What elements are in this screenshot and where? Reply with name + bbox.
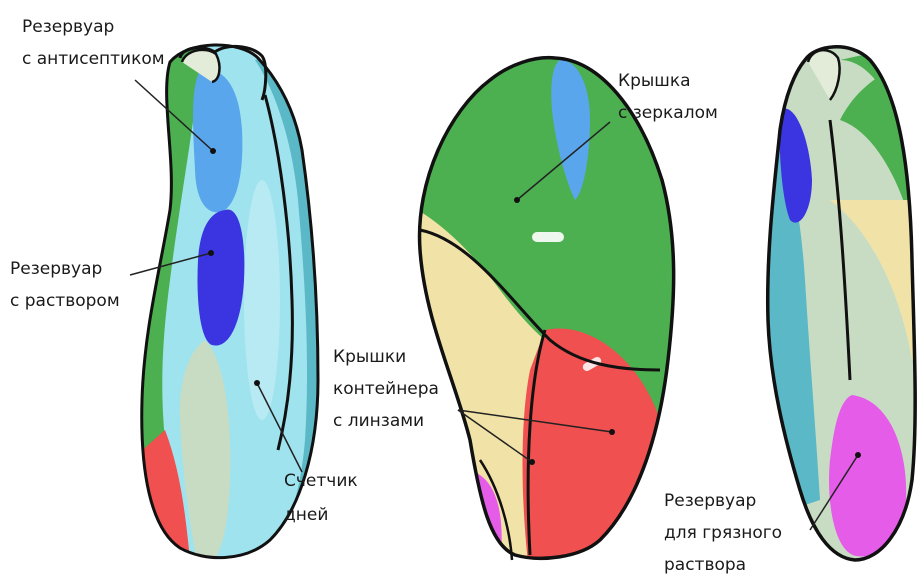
label-lids-line3: с линзами (333, 410, 424, 432)
label-mirror-lid-line1: Крышка (618, 70, 691, 92)
dot-counter (254, 380, 260, 386)
dot-solution (208, 250, 214, 256)
dot-lid-red (609, 429, 615, 435)
label-counter-line2: дней (284, 504, 328, 526)
left-device (120, 30, 340, 578)
label-solution-line1: Резервуар (10, 258, 102, 280)
left-highlight (244, 180, 280, 420)
label-antiseptic-line1: Резервуар (22, 16, 114, 38)
right-device (760, 40, 922, 578)
label-lids-line2: контейнера (333, 378, 439, 400)
dot-antiseptic (210, 148, 216, 154)
label-counter-line1: Счетчик (284, 470, 358, 492)
label-antiseptic-line2: с антисептиком (22, 48, 165, 70)
dot-lid-cream (529, 459, 535, 465)
label-lids-line1: Крышки (333, 346, 406, 368)
label-dirty-line3: раствора (664, 554, 746, 576)
label-dirty-line2: для грязного (664, 522, 782, 544)
middle-glare-1 (532, 232, 564, 242)
label-solution-line2: с раствором (10, 290, 120, 312)
dot-mirror-lid (514, 197, 520, 203)
label-dirty-line1: Резервуар (664, 490, 756, 512)
label-mirror-lid-line2: с зеркалом (618, 102, 718, 124)
dot-dirty (855, 452, 861, 458)
